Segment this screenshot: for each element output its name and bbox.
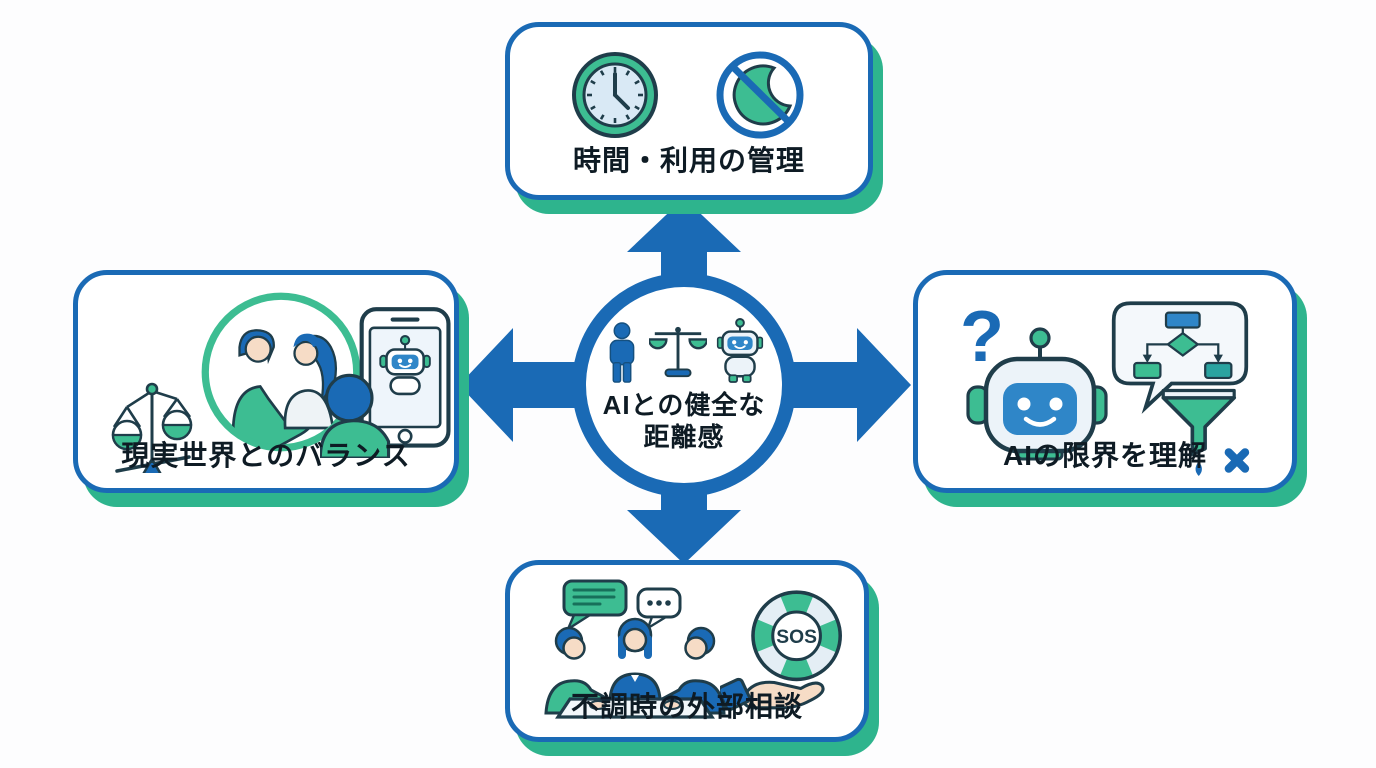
box-ai-limits: ? AIの限界を理解 bbox=[913, 270, 1297, 493]
arrow-right-icon bbox=[778, 328, 911, 442]
box-label: AIの限界を理解 bbox=[1002, 440, 1207, 471]
arrow-up-icon bbox=[627, 198, 741, 294]
no-late-night-icon bbox=[716, 51, 804, 139]
people-talking-icon bbox=[201, 292, 361, 452]
center-label-line1: AIとの健全な bbox=[602, 390, 766, 421]
center-circle: AIとの健全な 距離感 bbox=[572, 273, 796, 497]
person-icon bbox=[609, 322, 635, 384]
tilted-scale-icon bbox=[111, 382, 193, 473]
arrow-down-icon bbox=[627, 468, 741, 564]
balance-scale-icon bbox=[649, 327, 707, 378]
center-label-line2: 距離感 bbox=[643, 422, 725, 452]
video-call-robot-icon bbox=[320, 307, 451, 458]
robot-head-icon bbox=[966, 327, 1108, 461]
box-external-consultation: SOS 不調時の外部相談 bbox=[505, 560, 869, 742]
question-mark-icon: ? bbox=[960, 297, 1004, 377]
box-label: 不調時の外部相談 bbox=[570, 691, 803, 722]
clock-icon bbox=[572, 52, 658, 138]
box-time-management: 時間・利用の管理 bbox=[505, 22, 873, 200]
box-label: 現実世界とのバランス bbox=[121, 440, 411, 471]
box-label: 時間・利用の管理 bbox=[572, 145, 805, 176]
consultation-icon bbox=[544, 579, 726, 719]
sos-label: SOS bbox=[776, 627, 817, 648]
box-real-world-balance: 現実世界とのバランス bbox=[73, 270, 459, 493]
flowchart-bubble-icon bbox=[1111, 301, 1249, 414]
broken-filter-icon bbox=[1161, 388, 1250, 476]
sos-lifebuoy-icon: SOS bbox=[720, 590, 842, 711]
robot-icon bbox=[716, 318, 764, 384]
arrow-left-icon bbox=[459, 328, 592, 442]
